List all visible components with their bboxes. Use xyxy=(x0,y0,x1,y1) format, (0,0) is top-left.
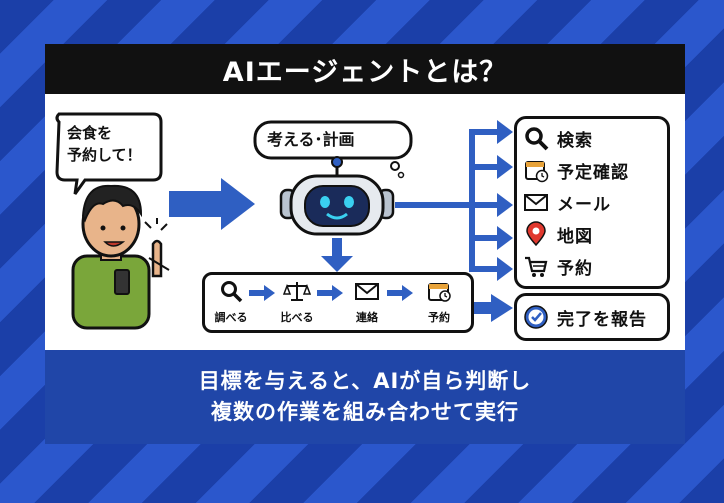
task-item-schedule: 予定確認 xyxy=(523,155,629,185)
step-reserve: 予約 xyxy=(419,279,459,325)
task-list-box: 検索 予定確認 メール 地図 予約 xyxy=(514,116,670,289)
task-item-mail: メール xyxy=(523,187,611,217)
calendar-icon xyxy=(428,283,451,302)
summary-line-1: 目標を与えると、AIが自ら判断し xyxy=(198,369,532,393)
person-illustration xyxy=(71,184,170,330)
task-label: 予定確認 xyxy=(557,162,629,183)
page-title: AIエージェントとは？ xyxy=(222,56,508,88)
arrow-steps-to-report xyxy=(471,294,513,322)
diagram-illustration xyxy=(55,112,513,330)
step-label: 比べる xyxy=(280,311,314,324)
person-speech-bubble xyxy=(55,112,163,195)
robot-bubble-text: 考える･計画 xyxy=(267,130,355,149)
task-label: メール xyxy=(557,194,611,215)
task-item-reserve: 予約 xyxy=(523,251,593,281)
report-box: 完了を報告 xyxy=(514,293,670,341)
step-arrow xyxy=(387,285,413,301)
step-arrow xyxy=(317,285,343,301)
map-pin-icon xyxy=(526,221,546,247)
calendar-clock-icon xyxy=(525,161,549,183)
summary-line-2: 複数の作業を組み合わせて実行 xyxy=(211,400,519,424)
robot-thought-bubble xyxy=(253,120,413,179)
magnifier-icon xyxy=(221,281,243,303)
task-item-map: 地図 xyxy=(523,219,593,249)
arrow-person-to-robot xyxy=(169,178,255,230)
task-label: 検索 xyxy=(557,130,593,151)
robot-illustration xyxy=(279,156,395,236)
magnifier-icon xyxy=(525,127,549,151)
task-label: 予約 xyxy=(557,258,593,279)
scale-icon xyxy=(282,282,312,301)
task-label: 地図 xyxy=(557,226,593,247)
person-bubble-text: 会食を 予約して！ xyxy=(67,124,142,164)
step-search: 調べる xyxy=(211,279,251,325)
step-contact: 連絡 xyxy=(347,279,387,325)
arrow-robot-to-steps xyxy=(321,238,353,272)
step-label: 調べる xyxy=(214,311,248,324)
arrow-robot-to-tasks xyxy=(395,120,513,281)
step-compare: 比べる xyxy=(277,279,317,325)
cart-icon xyxy=(525,256,548,277)
step-label: 連絡 xyxy=(356,311,378,324)
steps-box: 調べる 比べる 連絡 予約 xyxy=(202,272,474,333)
check-circle-icon xyxy=(524,305,548,329)
step-label: 予約 xyxy=(428,311,450,324)
step-arrow xyxy=(249,285,275,301)
envelope-icon xyxy=(524,194,548,211)
report-label: 完了を報告 xyxy=(557,309,647,330)
title-bar: AIエージェントとは？ xyxy=(45,44,685,94)
envelope-icon xyxy=(355,283,379,300)
task-item-search: 検索 xyxy=(523,123,593,153)
infographic-card: AIエージェントとは？ xyxy=(45,44,685,444)
summary-box: 目標を与えると、AIが自ら判断し 複数の作業を組み合わせて実行 xyxy=(45,350,685,444)
